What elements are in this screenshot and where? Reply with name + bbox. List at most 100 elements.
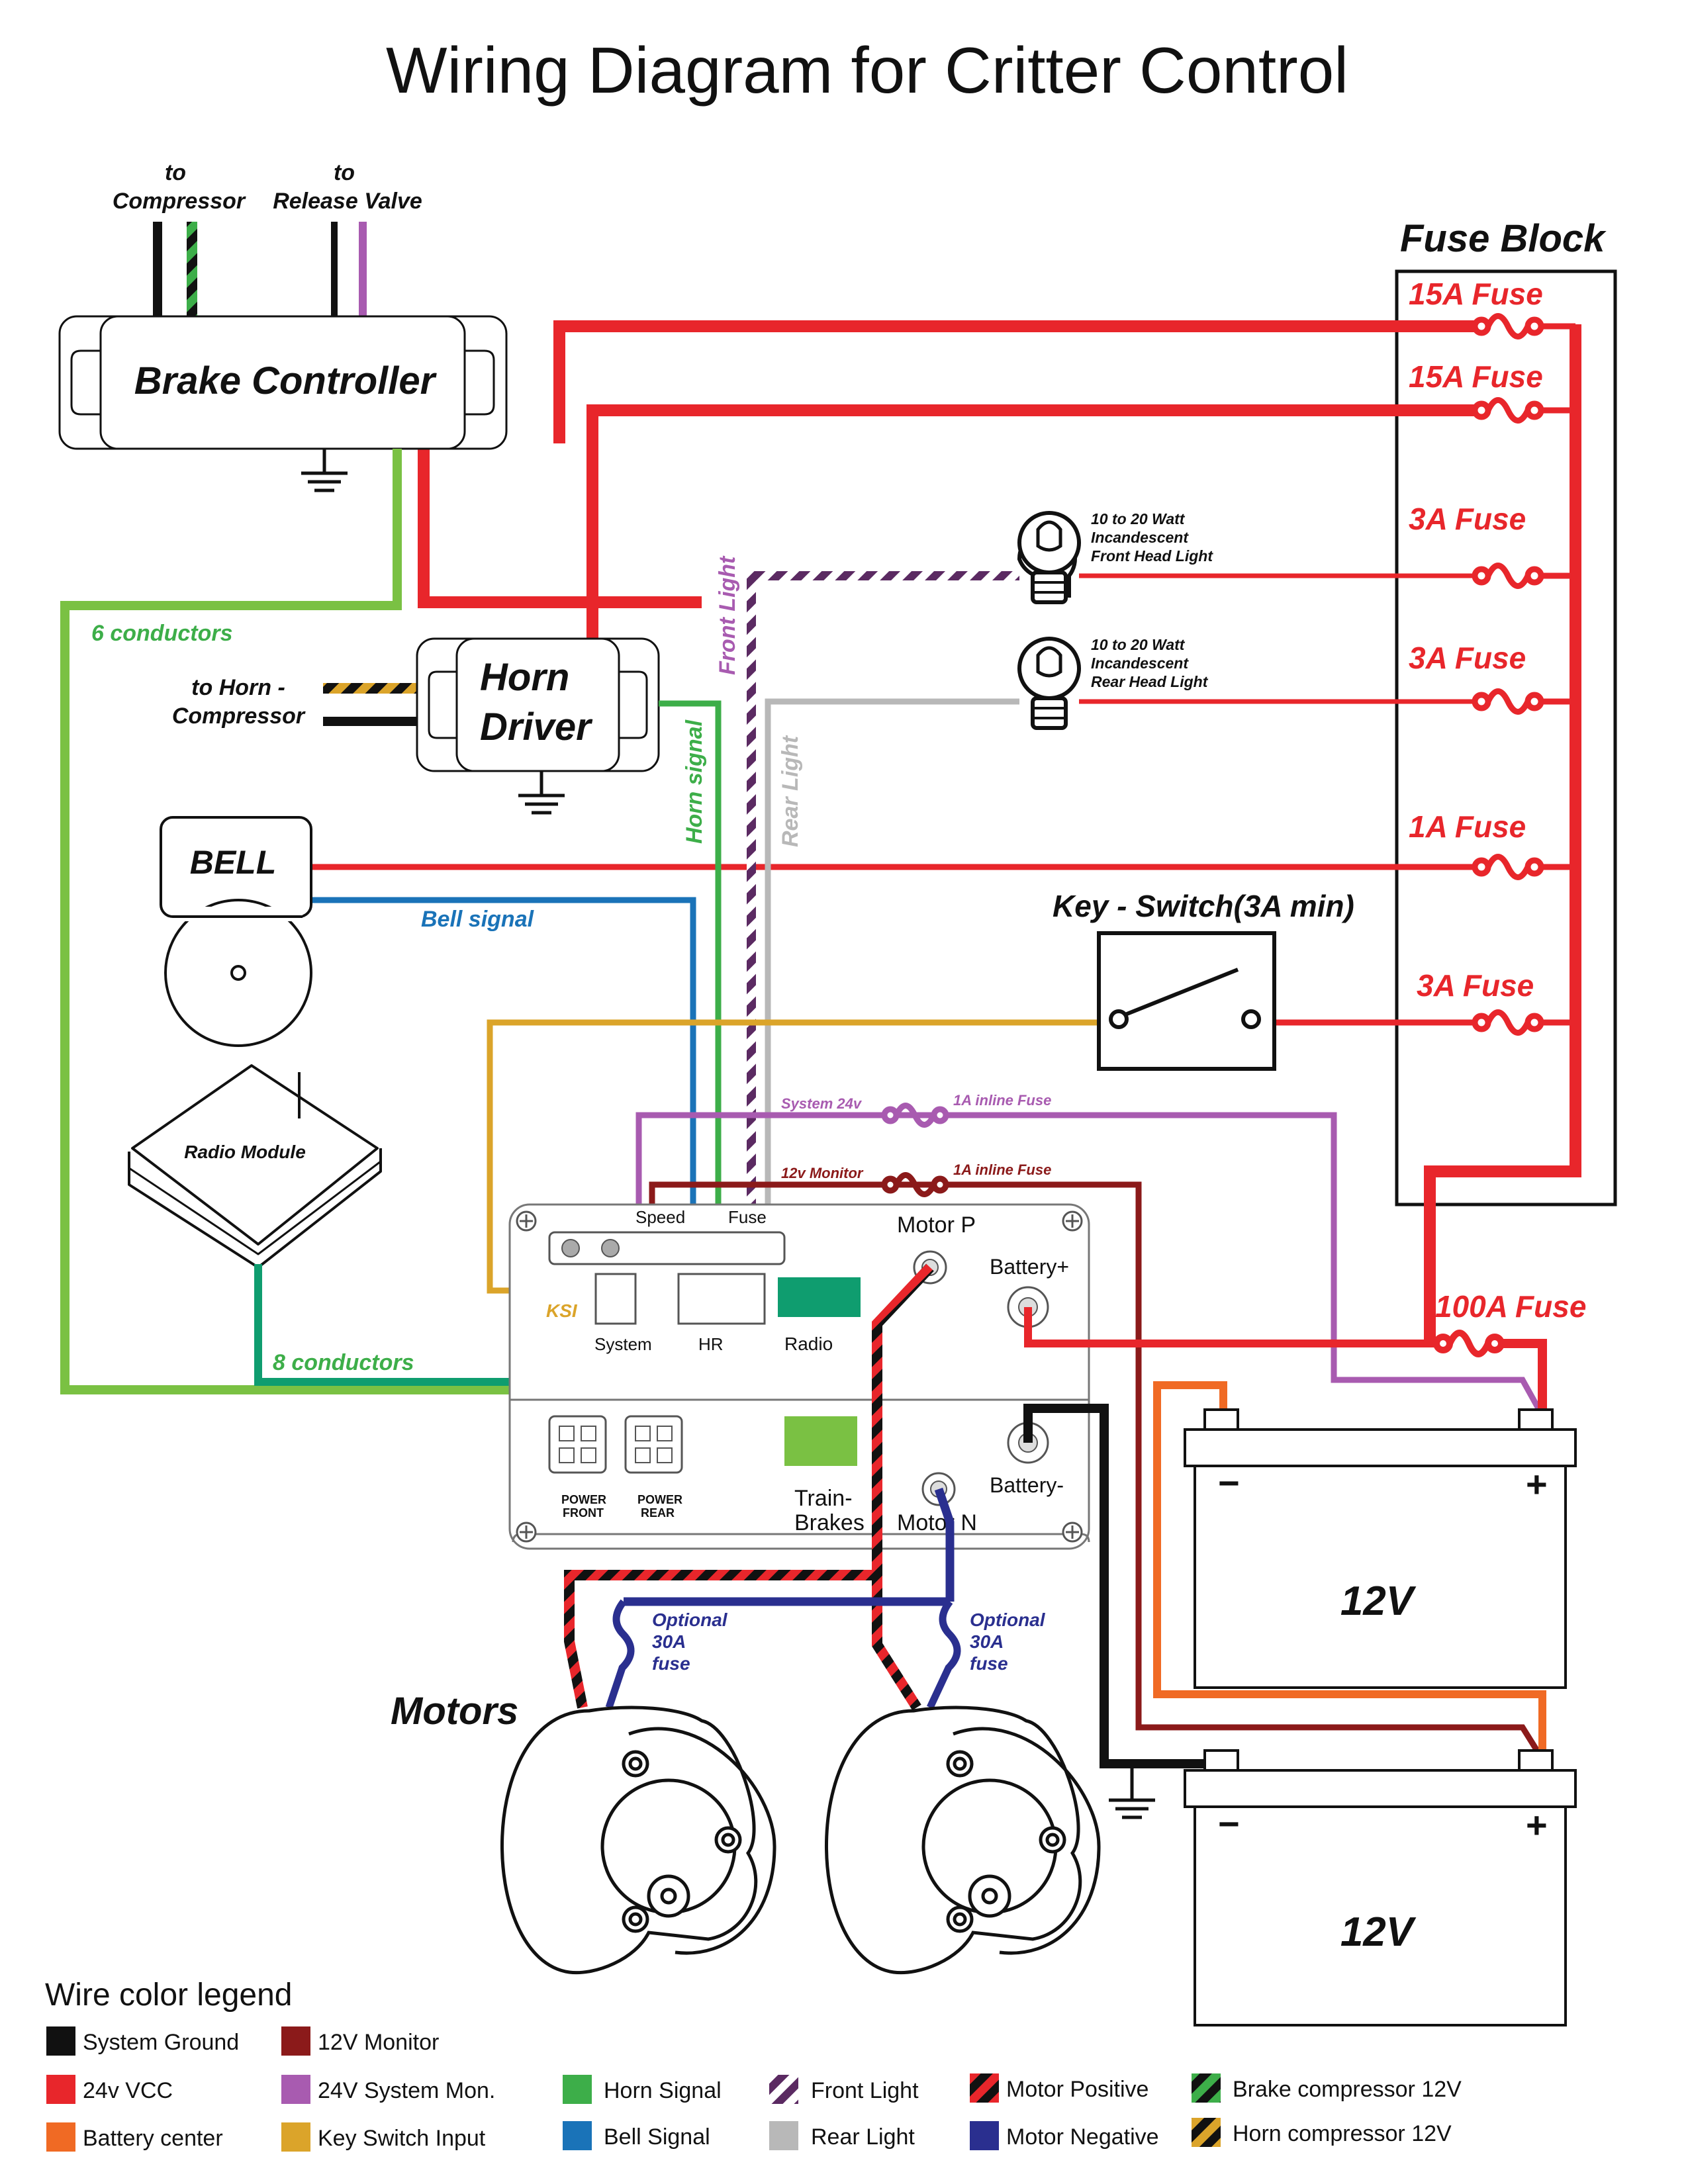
main-fuse-label: 100A Fuse — [1435, 1289, 1586, 1324]
fuse-label-3: 3A Fuse — [1409, 502, 1526, 536]
optional-fuse-label-left-2: 30A — [652, 1631, 686, 1652]
fuse-icon — [881, 1172, 949, 1197]
horn-driver-label-2: Driver — [480, 705, 593, 749]
legend-swatch-icon — [46, 2122, 75, 2152]
motor-positive-wire-2 — [564, 1570, 877, 1709]
ground-icon — [1109, 1764, 1155, 1819]
battery-top-plus: + — [1526, 1463, 1548, 1505]
inline-fuse-label-2: 1A inline Fuse — [953, 1161, 1051, 1178]
motors-label: Motors — [391, 1690, 518, 1733]
fuse-icon — [1472, 1009, 1544, 1036]
brake-controller-label: Brake Controller — [134, 359, 438, 402]
legend-brake-compressor: Brake compressor 12V — [1192, 2073, 1462, 2103]
legend-swatch-icon — [281, 2075, 310, 2104]
battery-bottom-plus: + — [1526, 1804, 1548, 1846]
battery-plus-wire — [1024, 1307, 1443, 1347]
svg-text:Key Switch Input: Key Switch Input — [318, 2126, 486, 2151]
motor-negative-fuse-right — [927, 1599, 961, 1709]
to-compressor-label: to — [165, 160, 186, 185]
fuse-icon — [1472, 688, 1544, 715]
main-fuse-wire — [1495, 1339, 1547, 1420]
fuse-icon — [1472, 313, 1544, 340]
optional-fuse-label-left: Optional — [652, 1610, 728, 1630]
power-rear-label: POWER — [637, 1493, 682, 1506]
svg-text:Motor Negative: Motor Negative — [1006, 2124, 1159, 2150]
front-light-label: Front Light — [715, 555, 740, 675]
fuse-label-1: 15A Fuse — [1409, 277, 1543, 311]
speed-port-label: Speed — [635, 1207, 685, 1227]
brake-controller-feed-wire — [553, 320, 1475, 443]
battery-minus-label: Battery- — [990, 1473, 1064, 1497]
system-24v-label: System 24v — [781, 1095, 863, 1112]
svg-text:Bell Signal: Bell Signal — [604, 2124, 710, 2150]
svg-text:Battery center: Battery center — [83, 2126, 223, 2151]
legend-swatch-icon — [563, 2075, 592, 2104]
ground-icon — [301, 449, 348, 492]
battery-plus-label: Battery+ — [990, 1255, 1069, 1279]
train-brakes-label: Train- — [794, 1486, 853, 1511]
fuse-icon — [1433, 1330, 1505, 1357]
fuse-label-2: 15A Fuse — [1409, 359, 1543, 394]
svg-text:Front Light: Front Light — [811, 2078, 919, 2103]
svg-text:Horn compressor 12V: Horn compressor 12V — [1233, 2121, 1452, 2146]
to-release-label-2: Release Valve — [273, 189, 422, 214]
legend-swatch-icon — [46, 2026, 75, 2056]
radio-module — [128, 1064, 382, 1269]
battery-center-wire-2 — [1153, 1381, 1546, 1754]
fuse-label-4: 3A Fuse — [1409, 641, 1526, 675]
motor-right — [824, 1706, 1101, 1975]
legend-swatch-icon — [970, 2121, 999, 2150]
battery-top — [1184, 1408, 1577, 1689]
fuse-label-5: 1A Fuse — [1409, 809, 1526, 844]
svg-text:Motor Positive: Motor Positive — [1006, 2077, 1149, 2102]
power-front-label-2: FRONT — [563, 1506, 604, 1520]
motor-negative-wire — [934, 1487, 955, 1602]
legend-rear-light: Rear Light — [769, 2121, 915, 2150]
legend-swatch-icon — [46, 2075, 75, 2104]
legend-swatch-icon — [563, 2121, 592, 2150]
horn-driver — [416, 637, 660, 772]
front-head-light-bulb-icon — [1017, 511, 1081, 604]
front-light-spec-3: Front Head Light — [1091, 547, 1213, 565]
battery-bottom — [1184, 1749, 1577, 2026]
legend-title: Wire color legend — [45, 1978, 293, 2013]
legend-motor-negative: Motor Negative — [970, 2121, 1159, 2150]
legend-key-switch-input: Key Switch Input — [281, 2122, 486, 2152]
legend-horn-compressor: Horn compressor 12V — [1192, 2118, 1452, 2147]
bell — [160, 816, 312, 1047]
bell-signal-label: Bell signal — [421, 907, 535, 932]
legend-system-ground: System Ground — [46, 2026, 239, 2056]
front-light-wire — [747, 571, 1019, 1337]
optional-fuse-label-left-3: fuse — [652, 1653, 690, 1674]
optional-fuse-label-right: Optional — [970, 1610, 1046, 1630]
horn-signal-label: Horn signal — [682, 719, 707, 844]
radio-port-label: Radio — [784, 1334, 833, 1354]
eight-conductors-label: 8 conductors — [273, 1350, 414, 1375]
fuse-port-label: Fuse — [728, 1207, 767, 1227]
rear-light-wire — [765, 698, 1019, 1337]
to-compressor-label-2: Compressor — [113, 189, 246, 214]
legend-front-light: Front Light — [769, 2075, 919, 2104]
motor-p-label: Motor P — [897, 1212, 976, 1238]
legend-motor-positive: Motor Positive — [970, 2073, 1149, 2103]
fuse-icon — [881, 1103, 949, 1128]
diagram-title: Wiring Diagram for Critter Control — [386, 34, 1348, 107]
power-front-label: POWER — [561, 1493, 606, 1506]
fuse-bus-wire — [1424, 324, 1581, 1343]
fuse-icon — [1472, 854, 1544, 880]
front-light-spec: 10 to 20 Watt — [1091, 510, 1186, 527]
front-light-spec-2: Incandescent — [1091, 529, 1189, 546]
system-port-label: System — [594, 1334, 652, 1354]
bell-signal-wire — [311, 897, 696, 1320]
horn-driver-label: Horn — [480, 656, 569, 699]
rear-light-spec-2: Incandescent — [1091, 655, 1189, 672]
battery-top-minus: − — [1218, 1462, 1240, 1504]
radio-module-label: Radio Module — [184, 1142, 306, 1162]
battery-top-voltage: 12V — [1340, 1578, 1417, 1624]
legend-bell-signal: Bell Signal — [563, 2121, 710, 2150]
rear-head-light-bulb-icon — [1017, 637, 1081, 730]
motor-negative-fuse-left — [605, 1599, 635, 1709]
fuse-stubs — [1541, 323, 1575, 1026]
svg-text:Brake compressor 12V: Brake compressor 12V — [1233, 2077, 1462, 2102]
